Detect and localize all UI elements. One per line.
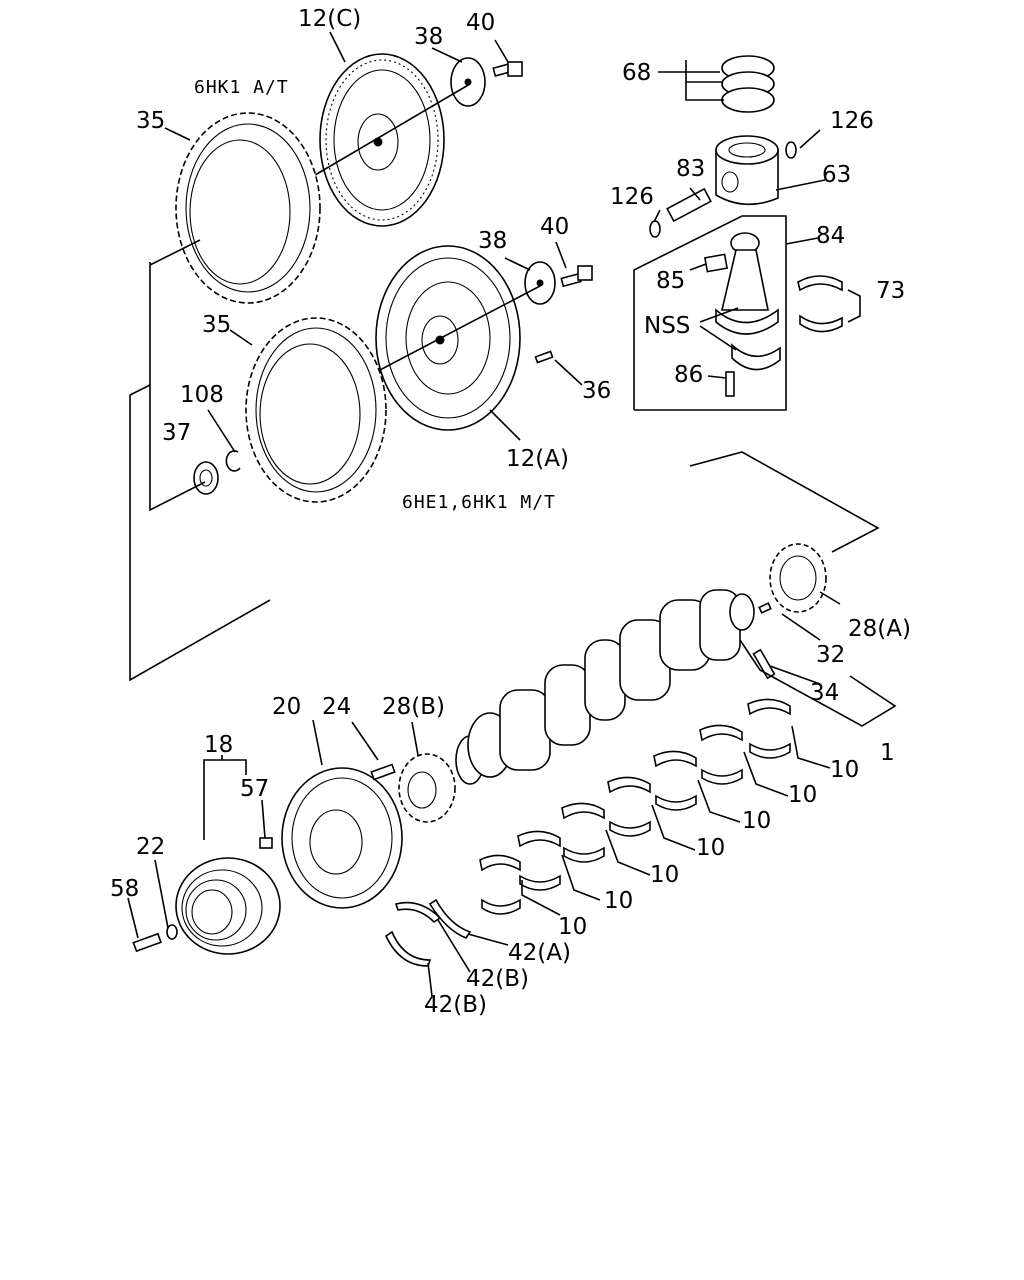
crankshaft (455, 589, 755, 785)
connecting-rod (715, 232, 781, 371)
label-22: 22 (136, 834, 165, 860)
label-35-top: 35 (136, 108, 165, 134)
label-38-top: 38 (414, 24, 443, 50)
label-10-5: 10 (650, 862, 679, 888)
label-63: 63 (822, 162, 851, 188)
ring-gear-35-mid (245, 317, 387, 503)
label-28a: 28(A) (848, 616, 911, 642)
pin-36 (534, 350, 554, 364)
washer-22 (166, 924, 178, 940)
bolt-24 (370, 763, 396, 781)
bolt-58 (132, 932, 162, 953)
label-42b-1: 42(B) (466, 966, 529, 992)
label-10-7: 10 (558, 914, 587, 940)
label-32: 32 (816, 642, 845, 668)
label-40-mid: 40 (540, 214, 569, 240)
label-108: 108 (180, 382, 224, 408)
label-37: 37 (162, 420, 191, 446)
clip-126-left (649, 220, 661, 238)
label-34: 34 (810, 680, 839, 706)
piston-rings-68 (721, 55, 775, 113)
bearing-leaders (521, 725, 831, 916)
pulley-20 (281, 767, 403, 909)
flywheel-at (319, 53, 445, 227)
label-38-mid: 38 (478, 228, 507, 254)
label-10-1: 10 (830, 757, 859, 783)
key-32 (758, 602, 772, 614)
bolt-86 (725, 371, 735, 397)
label-10-6: 10 (604, 888, 633, 914)
piston-63 (715, 135, 779, 206)
label-nss: NSS (644, 313, 690, 339)
label-36: 36 (582, 378, 611, 404)
label-42b-2: 42(B) (424, 992, 487, 1018)
bolt-40-mid (560, 265, 593, 288)
label-42a: 42(A) (508, 940, 571, 966)
thrust-washer-42b-2 (384, 930, 432, 967)
label-10-2: 10 (788, 782, 817, 808)
bearing-73 (797, 275, 843, 333)
note-mt: 6HE1,6HK1 M/T (402, 492, 556, 513)
label-85: 85 (656, 268, 685, 294)
plate-38-mid (524, 261, 556, 305)
label-126-left: 126 (610, 184, 654, 210)
label-84: 84 (816, 223, 845, 249)
bushing-85 (704, 253, 728, 273)
flywheel-mt (375, 245, 521, 431)
label-12c: 12(C) (298, 6, 361, 32)
gear-28a (769, 543, 827, 613)
label-126-right: 126 (830, 108, 874, 134)
label-58: 58 (110, 876, 139, 902)
label-10-4: 10 (696, 835, 725, 861)
label-20: 20 (272, 694, 301, 720)
label-18: 18 (204, 732, 233, 758)
label-73: 73 (876, 278, 905, 304)
label-86: 86 (674, 362, 703, 388)
pin-57 (259, 837, 273, 849)
bolt-40-top (492, 61, 523, 77)
plate-38-top (450, 57, 486, 107)
ring-gear-35-top (175, 112, 321, 304)
damper-18 (175, 857, 281, 955)
label-83: 83 (676, 156, 705, 182)
label-57: 57 (240, 776, 269, 802)
label-28b: 28(B) (382, 694, 445, 720)
label-12a: 12(A) (506, 446, 569, 472)
label-68: 68 (622, 60, 651, 86)
bearing-37 (193, 461, 219, 495)
label-35-mid: 35 (202, 312, 231, 338)
thrust-washer-42b-1 (394, 901, 442, 924)
label-10-3: 10 (742, 808, 771, 834)
label-1: 1 (880, 740, 895, 766)
label-40-top: 40 (466, 10, 495, 36)
note-at: 6HK1 A/T (194, 77, 289, 98)
label-24: 24 (322, 694, 351, 720)
clip-126-right (785, 141, 797, 159)
main-bearings (479, 698, 791, 915)
gear-28b (398, 753, 456, 823)
snap-ring-108 (225, 450, 241, 472)
pin-83 (666, 187, 712, 223)
